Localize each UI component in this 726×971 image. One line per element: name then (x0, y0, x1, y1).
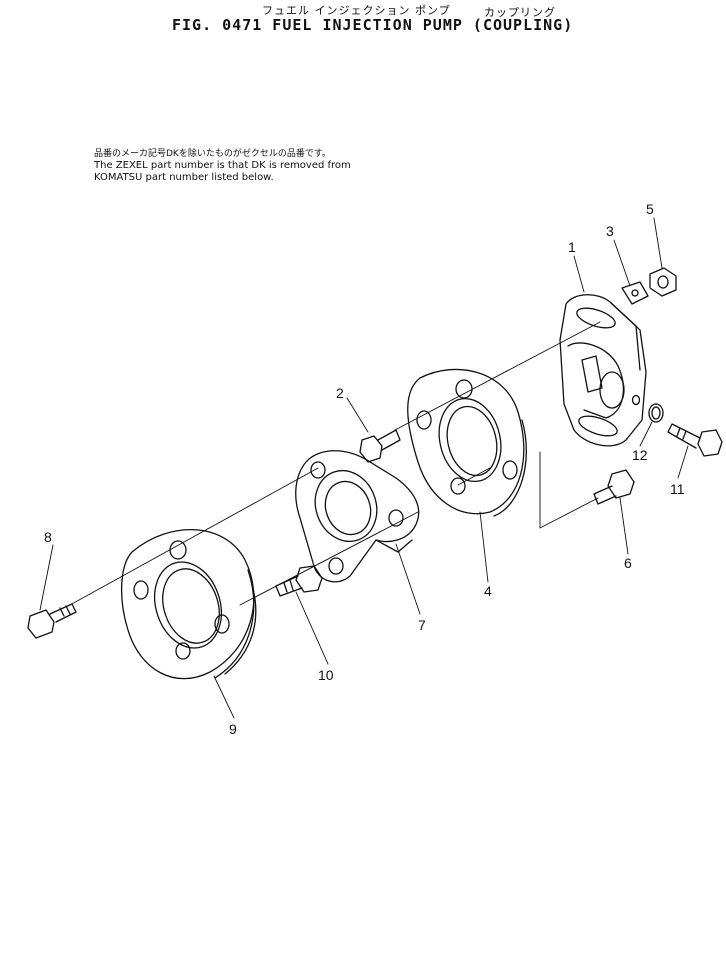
callout-3: 3 (606, 223, 614, 239)
bolt-6 (593, 469, 635, 505)
callout-8: 8 (44, 529, 52, 545)
assembly-axis-lines (69, 321, 601, 606)
bolt-11 (667, 423, 723, 457)
o-ring-12 (648, 403, 664, 423)
drive-bracket (559, 294, 647, 447)
rear-flange-plate (407, 368, 527, 517)
bolt-2 (359, 429, 401, 463)
callout-11: 11 (670, 481, 685, 497)
bolt-8 (27, 603, 77, 639)
jp-title-main: フュエル インジェクション ポンプ (262, 4, 451, 17)
callout-9: 9 (229, 721, 237, 737)
callout-4: 4 (484, 583, 492, 599)
callout-2: 2 (336, 385, 344, 401)
leader-lines (39, 217, 689, 719)
callout-10: 10 (318, 667, 334, 683)
front-flange-plate (120, 528, 257, 680)
note-line-1: The ZEXEL part number is that DK is remo… (94, 160, 351, 171)
nut-5 (649, 267, 677, 297)
jp-title-coupling: カップリング (484, 6, 556, 19)
callout-12: 12 (632, 447, 648, 463)
callout-1: 1 (568, 239, 576, 255)
callout-7: 7 (418, 617, 426, 633)
coupling-hub (295, 450, 420, 583)
washer-plate-3 (621, 281, 649, 305)
callout-5: 5 (646, 201, 654, 217)
page-title: FIG. 0471 FUEL INJECTION PUMP (COUPLING) (172, 16, 574, 34)
note-line-2: KOMATSU part number listed below. (94, 172, 274, 183)
callout-6: 6 (624, 555, 632, 571)
note-jp: 品番のメーカ記号DKを除いたものがゼクセルの品番です。 (94, 149, 331, 159)
